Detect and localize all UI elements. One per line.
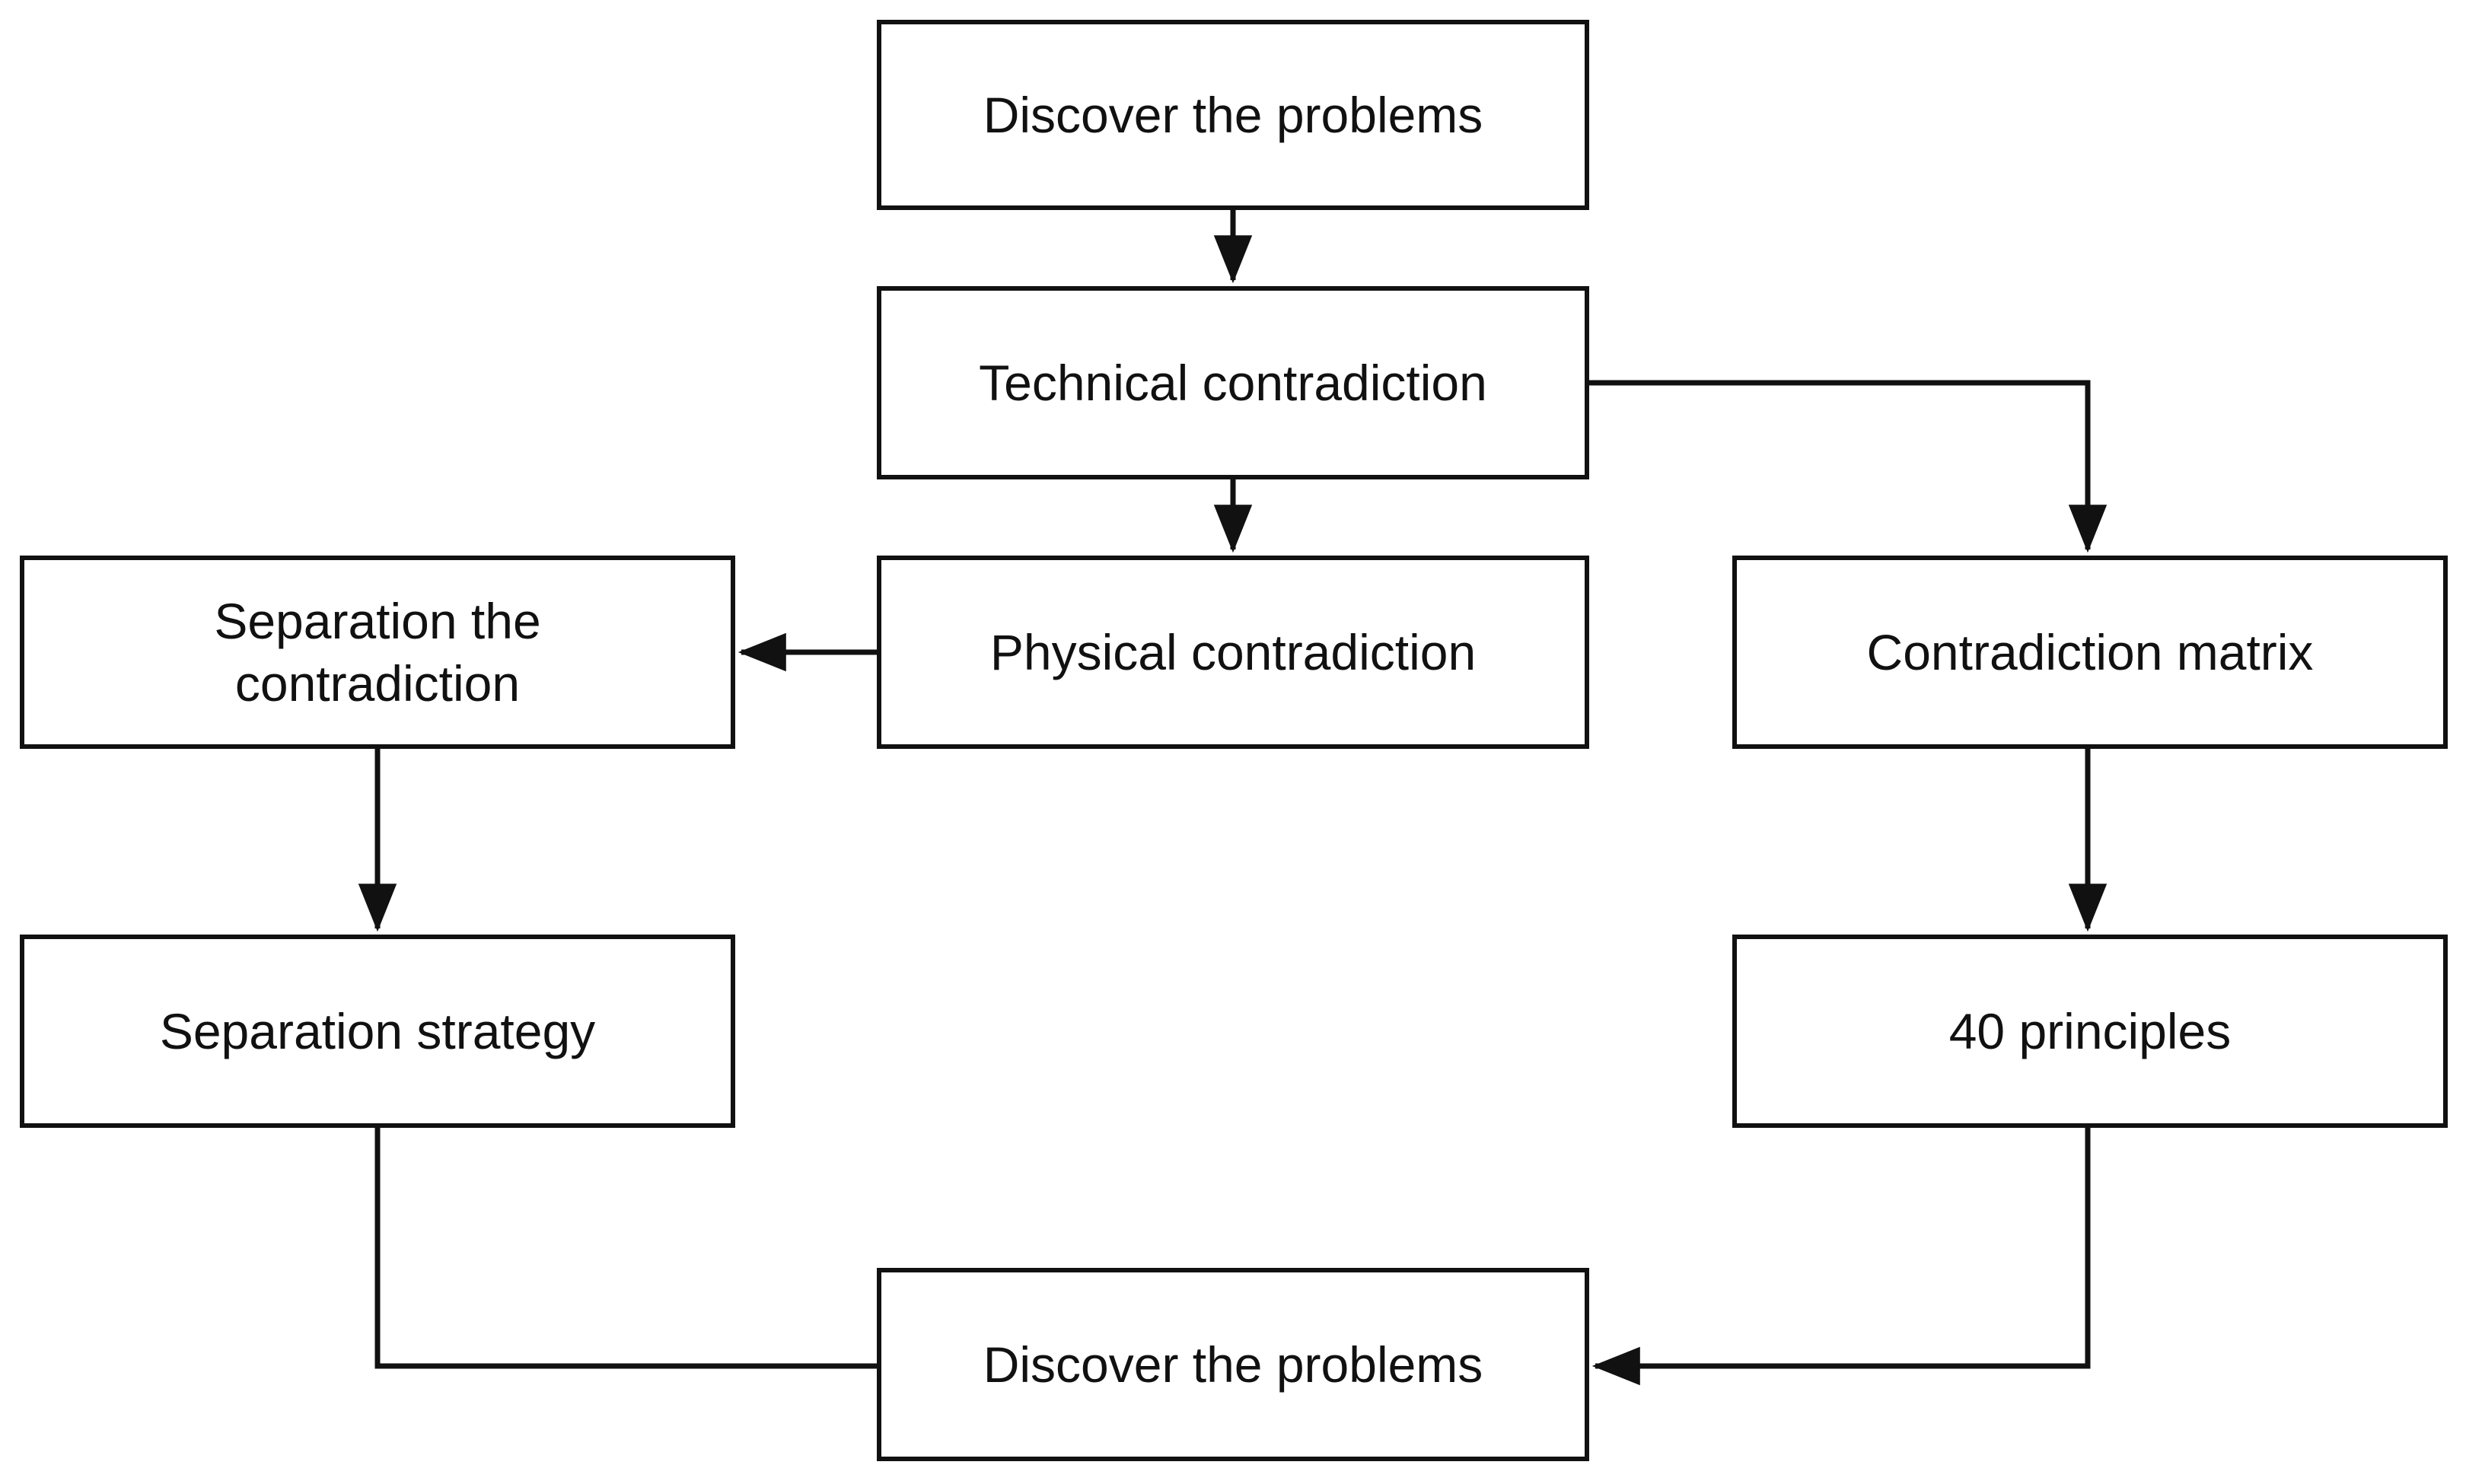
node-physical-contradiction[interactable]: Physical contradiction (877, 556, 1589, 749)
node-label: Separation the contradiction (214, 592, 541, 712)
node-label: Separation strategy (159, 1002, 596, 1059)
node-discover-the-problems-top[interactable]: Discover the problems (877, 20, 1589, 210)
node-separation-the-contradiction[interactable]: Separation the contradiction (20, 556, 735, 749)
node-label: Contradiction matrix (1866, 623, 2314, 680)
node-technical-contradiction[interactable]: Technical contradiction (877, 286, 1589, 479)
node-label: Technical contradiction (979, 354, 1487, 411)
node-label: Discover the problems (983, 86, 1483, 143)
edge-technical-to-matrix (1589, 380, 2108, 553)
node-contradiction-matrix[interactable]: Contradiction matrix (1732, 556, 2448, 749)
node-discover-the-problems-bottom[interactable]: Discover the problems (877, 1268, 1589, 1461)
node-40-principles[interactable]: 40 principles (1732, 935, 2448, 1128)
node-separation-strategy[interactable]: Separation strategy (20, 935, 735, 1128)
edge-principles-to-discover-bottom (1591, 1128, 2091, 1386)
node-label: Physical contradiction (989, 623, 1477, 680)
node-label: Discover the problems (983, 1336, 1483, 1393)
node-label: 40 principles (1948, 1002, 2232, 1059)
